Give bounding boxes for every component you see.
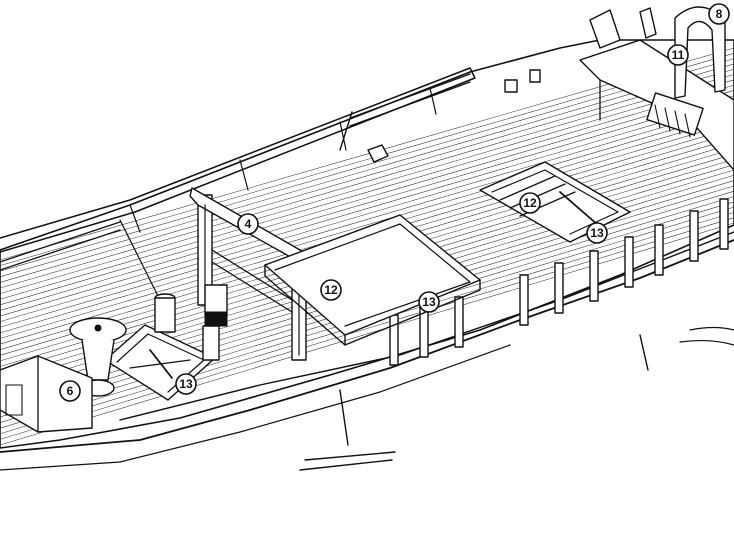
deck-plank-line [0, 217, 734, 440]
callout-12-main-label: 12 [324, 283, 338, 297]
callout-6-label: 6 [67, 384, 74, 398]
callout-8-label: 8 [716, 7, 723, 21]
callout-13-aft: 13 [586, 222, 608, 244]
bulwark-stanchion [554, 262, 564, 314]
callout-12-aft-label: 12 [523, 196, 537, 210]
callout-4-label: 4 [245, 217, 252, 231]
callout-13-aft-label: 13 [590, 226, 604, 240]
callout-13-fore: 13 [175, 373, 197, 395]
deck-plank-line [0, 58, 734, 272]
callout-6: 6 [59, 380, 81, 402]
bulwark-stanchion [689, 210, 699, 262]
deck-plank-line [0, 100, 734, 317]
deck-plank-line [0, 90, 734, 306]
deck-plank-line [0, 106, 734, 322]
bulwark-stanchions [389, 198, 729, 366]
windlass [579, 6, 734, 171]
deckhouse [0, 355, 93, 433]
deck-plank-line [0, 74, 734, 289]
deck-plank-line [0, 222, 734, 446]
port-rail [0, 67, 476, 301]
callout-12-aft: 12 [519, 192, 541, 214]
callout-11-label: 11 [672, 48, 685, 62]
bulwark-stanchion [624, 236, 634, 288]
deck-plank-line [0, 95, 734, 311]
deck-plank-line [0, 111, 734, 328]
bulwark-stanchion [389, 314, 399, 366]
bulwark-stanchion [454, 296, 464, 348]
deck-fittings [299, 69, 649, 471]
bulwark-stanchion [719, 198, 729, 250]
deck-plank-line [0, 84, 734, 300]
deck-plank-line [0, 68, 734, 283]
callout-11: 11 [667, 44, 689, 66]
pump [154, 284, 228, 361]
bulwark-stanchion [654, 224, 664, 276]
deck-plank-line [0, 116, 734, 334]
deck-plank-line [0, 63, 734, 278]
hull [0, 39, 734, 471]
deck-plank-line [0, 53, 734, 266]
callout-13-fore-label: 13 [179, 377, 193, 391]
callout-13-main: 13 [418, 291, 440, 313]
callout-4: 4 [237, 213, 259, 235]
bulwark-stanchion [589, 250, 599, 302]
bulwark-stanchion [519, 274, 529, 326]
callout-13-main-label: 13 [422, 295, 436, 309]
main-hatch [264, 214, 481, 346]
callout-12-main: 12 [320, 279, 342, 301]
callout-8: 8 [708, 3, 730, 25]
deck-plank-line [0, 79, 734, 294]
